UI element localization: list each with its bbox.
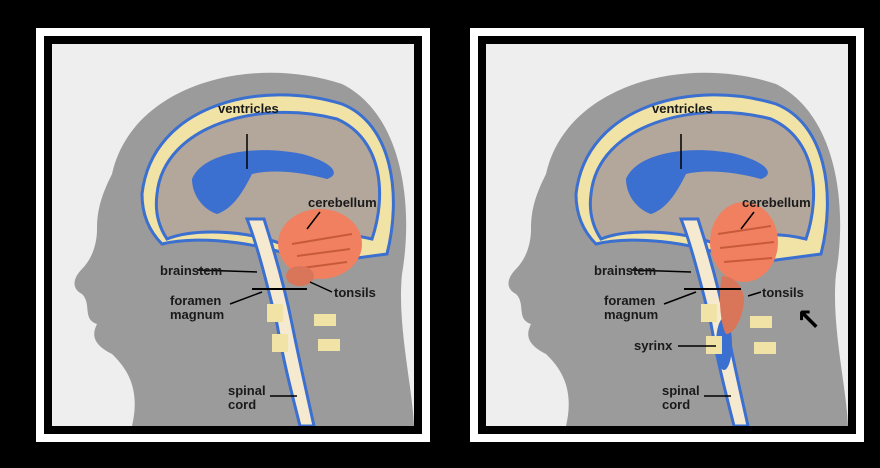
anatomy-canvas: ventricles cerebellum brainstem tonsils … xyxy=(52,44,414,426)
label-tonsils: tonsils xyxy=(762,286,804,300)
label-foramen: foramen xyxy=(170,294,221,308)
chiari-anatomy-panel: ventricles cerebellum brainstem tonsils … xyxy=(470,28,864,442)
label-cord: cord xyxy=(228,398,256,412)
label-brainstem: brainstem xyxy=(594,264,656,278)
label-tonsils: tonsils xyxy=(334,286,376,300)
normal-anatomy-panel: ventricles cerebellum brainstem tonsils … xyxy=(36,28,430,442)
label-cerebellum: cerebellum xyxy=(308,196,377,210)
label-foramen: foramen xyxy=(604,294,655,308)
label-cerebellum: cerebellum xyxy=(742,196,811,210)
label-spinal: spinal xyxy=(228,384,266,398)
label-syrinx: syrinx xyxy=(634,339,672,353)
label-brainstem: brainstem xyxy=(160,264,222,278)
label-ventricles: ventricles xyxy=(652,102,713,116)
arrow-up-left-icon: ↖ xyxy=(796,306,821,336)
label-magnum: magnum xyxy=(170,308,224,322)
label-magnum: magnum xyxy=(604,308,658,322)
cerebellum-shape xyxy=(278,209,362,279)
panel-border: ventricles cerebellum brainstem tonsils … xyxy=(44,36,422,434)
panel-border: ventricles cerebellum brainstem tonsils … xyxy=(478,36,856,434)
label-ventricles: ventricles xyxy=(218,102,279,116)
label-cord: cord xyxy=(662,398,690,412)
label-spinal: spinal xyxy=(662,384,700,398)
tonsils-shape xyxy=(286,266,314,286)
anatomy-canvas: ventricles cerebellum brainstem tonsils … xyxy=(486,44,848,426)
